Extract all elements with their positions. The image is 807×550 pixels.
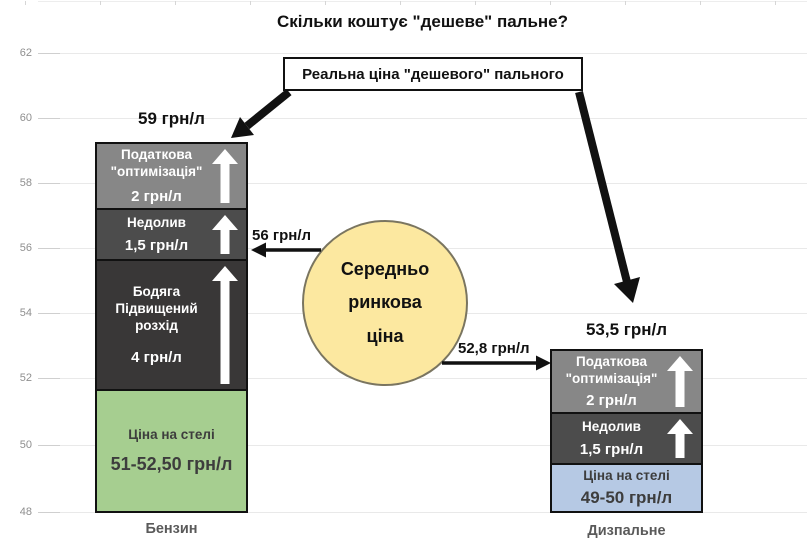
- top-tick: [250, 1, 251, 5]
- segment-title: Податкова: [121, 146, 192, 162]
- callout-arrow-right: [575, 91, 640, 303]
- segment-title: Недолив: [127, 215, 186, 231]
- y-axis-tick-label: 56: [19, 242, 32, 254]
- category-label-benzin: Бензин: [145, 521, 198, 537]
- segment-subtitle: "оптимізація": [565, 370, 658, 386]
- segment-base-price: Ціна на стелі 51-52,50 грн/л: [97, 389, 246, 511]
- segment-price: 1,5 грн/л: [124, 236, 189, 254]
- segment-price: 51-52,50 грн/л: [110, 454, 233, 475]
- up-arrow-icon: [667, 356, 693, 407]
- category-label-diesel: Дизпальне: [587, 523, 666, 539]
- market-price-diesel-label: 52,8 грн/л: [458, 340, 530, 357]
- diesel-column: Податкова "оптимізація" 2 грн/л Недолив …: [550, 349, 703, 513]
- top-axis-line: [38, 1, 807, 2]
- segment-base-price: Ціна на стелі 49-50 грн/л: [552, 463, 701, 511]
- segment-title: Ціна на стелі: [583, 468, 670, 484]
- market-price-line: ціна: [366, 325, 404, 346]
- benzin-total-price: 59 грн/л: [138, 109, 205, 128]
- market-price-line: ринкова: [348, 292, 422, 313]
- segment-price: 49-50 грн/л: [580, 487, 673, 507]
- top-tick: [25, 1, 26, 5]
- segment-price: 1,5 грн/л: [579, 440, 644, 458]
- up-arrow-icon: [212, 149, 238, 203]
- up-arrow-icon: [212, 215, 238, 254]
- market-price-circle: Середньо ринкова ціна: [302, 220, 468, 386]
- top-tick: [775, 1, 776, 5]
- y-axis-tick-label: 54: [19, 307, 32, 319]
- segment-price: 2 грн/л: [131, 188, 182, 206]
- segment-tax-optimization: Податкова "оптимізація" 2 грн/л: [552, 351, 701, 412]
- benzin-column: Податкова "оптимізація" 2 грн/л Недолив …: [95, 142, 248, 513]
- segment-title: Податкова: [576, 353, 647, 369]
- y-axis-tick-label: 60: [19, 112, 32, 124]
- top-tick: [325, 1, 326, 5]
- top-tick: [550, 1, 551, 5]
- segment-title: Бодяга: [132, 283, 181, 299]
- real-price-callout: Реальна ціна "дешевого" пального: [283, 57, 583, 91]
- market-price-line: Середньо: [340, 259, 430, 280]
- segment-underfill: Недолив 1,5 грн/л: [552, 412, 701, 463]
- segment-bodyaga: Бодяга Підвищений розхід 4 грн/л: [97, 259, 246, 389]
- segment-title: Недолив: [582, 419, 641, 435]
- top-tick: [175, 1, 176, 5]
- top-tick: [100, 1, 101, 5]
- market-price-benzin-label: 56 грн/л: [252, 227, 312, 244]
- up-arrow-icon: [212, 266, 238, 384]
- segment-subtitle: Підвищений розхід: [115, 300, 198, 334]
- top-tick: [625, 1, 626, 5]
- segment-price: 2 грн/л: [586, 392, 637, 410]
- market-price-arrow-left: [251, 242, 321, 258]
- segment-underfill: Недолив 1,5 грн/л: [97, 208, 246, 259]
- segment-title: Ціна на стелі: [128, 426, 215, 442]
- up-arrow-icon: [667, 419, 693, 458]
- top-tick: [475, 1, 476, 5]
- top-tick: [400, 1, 401, 5]
- top-tick: [700, 1, 701, 5]
- y-axis-tick-label: 52: [19, 372, 32, 384]
- market-price-arrow-right: [442, 355, 551, 371]
- chart-title: Скільки коштує "дешеве" пальне?: [276, 12, 569, 31]
- y-axis-tick-label: 58: [19, 177, 32, 189]
- diesel-total-price: 53,5 грн/л: [585, 320, 668, 339]
- y-axis-tick-label: 48: [19, 506, 32, 518]
- y-axis-tick-label: 62: [19, 47, 32, 59]
- segment-subtitle: "оптимізація": [110, 163, 203, 179]
- segment-tax-optimization: Податкова "оптимізація" 2 грн/л: [97, 144, 246, 208]
- y-axis-tick-label: 50: [19, 439, 32, 451]
- segment-price: 4 грн/л: [131, 349, 182, 367]
